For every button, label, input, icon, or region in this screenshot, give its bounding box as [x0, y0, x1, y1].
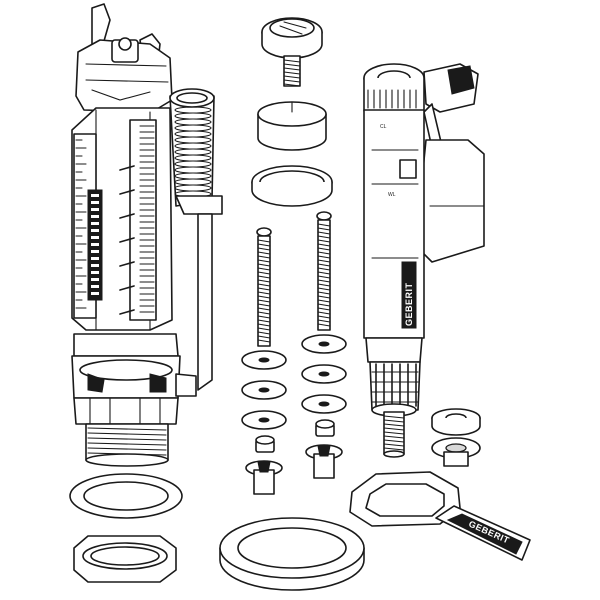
- flat-gasket-ring: [69, 473, 183, 519]
- small-nut-right: [315, 419, 335, 437]
- bolt-right: [316, 211, 332, 331]
- knob-bushing: [257, 101, 327, 151]
- washer-5: [301, 364, 347, 384]
- fill-valve-brand-label: GEBERIT: [404, 282, 414, 326]
- actuator-knob: [261, 17, 323, 87]
- assembly-wrench: GEBERIT: [349, 471, 531, 561]
- washer-1: [241, 350, 287, 370]
- locking-nut: [73, 535, 177, 583]
- fill-valve-seal: [431, 408, 481, 436]
- fill-valve: CL WL GEBERIT: [363, 63, 485, 458]
- small-nut-left: [255, 435, 275, 453]
- fill-valve-cl-label: CL: [380, 124, 387, 130]
- washers: [241, 334, 347, 430]
- flush-valve: [71, 3, 223, 467]
- washer-4: [301, 334, 347, 354]
- washer-6: [301, 394, 347, 414]
- sealing-ring: [251, 165, 333, 207]
- bolt-left: [256, 227, 272, 347]
- washer-3: [241, 410, 287, 430]
- washer-2: [241, 380, 287, 400]
- anchor-right: [305, 444, 343, 479]
- fill-valve-wl-label: WL: [388, 192, 396, 198]
- fill-valve-washer: [431, 437, 481, 467]
- large-gasket-ring: [219, 517, 365, 591]
- flush-valve-scale: [75, 139, 87, 309]
- anchor-left: [245, 460, 283, 495]
